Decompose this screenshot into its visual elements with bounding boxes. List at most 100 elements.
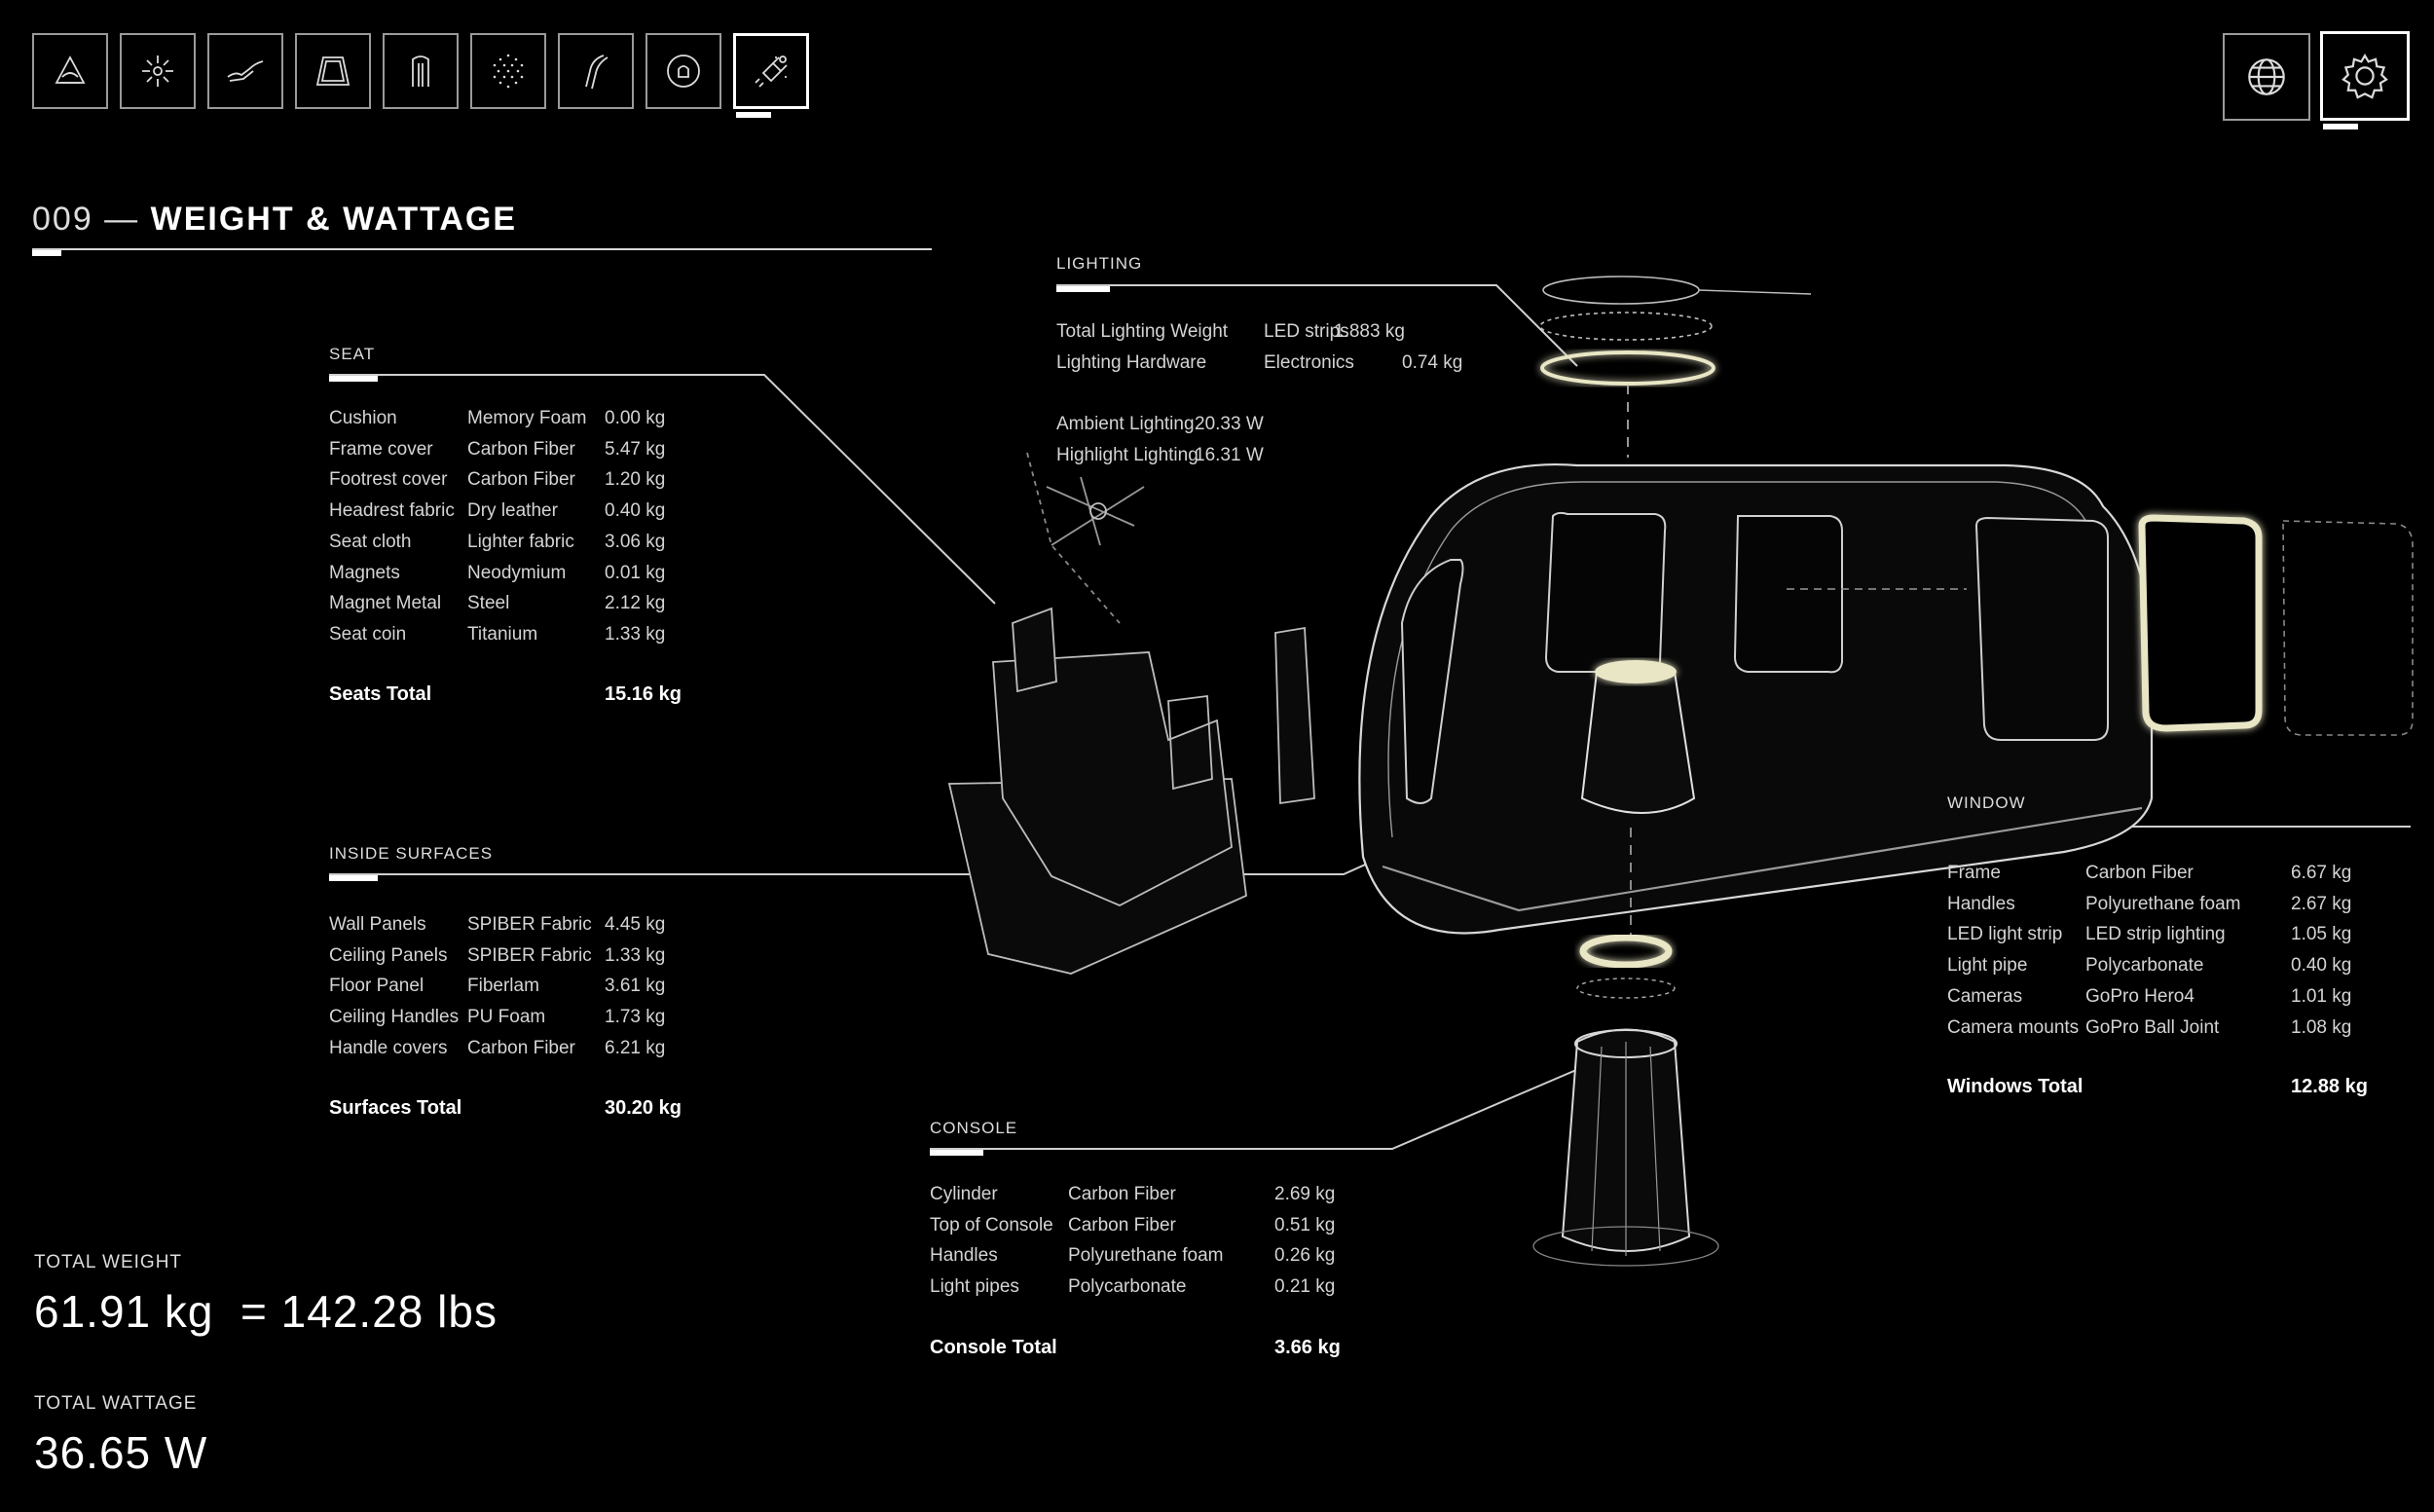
console-total-label: Console Total	[930, 1337, 1057, 1358]
globe-icon	[2248, 58, 2285, 95]
row-item: Seat cloth	[329, 531, 412, 552]
lighting-leader-line	[1056, 284, 1578, 367]
tool-satellite[interactable]	[733, 33, 809, 118]
row-value: 6.21 kg	[605, 1037, 666, 1058]
row-value: 1.33 kg	[605, 623, 666, 645]
row-material: SPIBER Fabric	[467, 914, 592, 935]
row-item: Handle covers	[329, 1037, 448, 1058]
row-material: GoPro Hero4	[2085, 985, 2194, 1007]
tool-pod[interactable]	[32, 33, 108, 109]
row-material: Memory Foam	[467, 408, 587, 428]
row-material: Carbon Fiber	[467, 469, 575, 491]
row-value: 0.26 kg	[1274, 1245, 1336, 1267]
row-material: Carbon Fiber	[467, 438, 575, 460]
tool-dots-pattern[interactable]	[470, 33, 546, 109]
row-material: Carbon Fiber	[2085, 863, 2194, 883]
row-value: 1.883 kg	[1334, 321, 1405, 342]
row-item: Floor Panel	[329, 976, 424, 997]
total-weight-label: TOTAL WEIGHT	[34, 1252, 183, 1272]
tool-recline-seat[interactable]	[207, 33, 283, 109]
surfaces-section-label: INSIDE SURFACES	[329, 844, 494, 863]
row-item: Ambient Lighting	[1056, 414, 1195, 434]
row-value: 2.12 kg	[605, 593, 666, 614]
top-glow-ring	[1540, 350, 1715, 386]
row-item: Top of Console	[930, 1214, 1053, 1235]
row-value: 0.51 kg	[1274, 1214, 1336, 1235]
satellite-icon	[755, 55, 788, 88]
row-value: 0.00 kg	[605, 408, 666, 428]
seat-leader-line	[329, 374, 996, 605]
dots-pattern-icon	[493, 54, 524, 89]
row-item: Headrest fabric	[329, 500, 455, 522]
row-material: LED strips	[1264, 321, 1349, 342]
row-item: Ceiling Panels	[329, 944, 448, 966]
seat-section-label: SEAT	[329, 345, 376, 363]
tool-globe[interactable]	[2223, 33, 2310, 121]
row-material: Carbon Fiber	[1068, 1214, 1176, 1235]
row-material: 20.33 W	[1195, 414, 1264, 434]
row-item: Cylinder	[930, 1184, 998, 1204]
seat-total-label: Seats Total	[329, 683, 432, 705]
row-value: 1.20 kg	[605, 469, 666, 491]
row-value: 2.67 kg	[2291, 893, 2352, 914]
handle-icon	[412, 55, 429, 87]
row-material: Lighter fabric	[467, 531, 574, 552]
console-section-label: CONSOLE	[930, 1119, 1018, 1137]
row-item: Total Lighting Weight	[1056, 321, 1229, 342]
console-leader-line	[930, 1060, 1598, 1150]
row-material: Electronics	[1264, 351, 1354, 373]
row-material: Polyurethane foam	[2085, 893, 2241, 914]
row-value: 1.01 kg	[2291, 985, 2352, 1007]
title-tick	[32, 250, 61, 256]
row-item: Handles	[930, 1245, 998, 1267]
tool-hook[interactable]	[558, 33, 634, 109]
surfaces-leader-line	[329, 786, 1539, 875]
window-total-value: 12.88 kg	[2291, 1076, 2368, 1097]
row-material: Carbon Fiber	[1068, 1184, 1176, 1204]
row-value: 1.05 kg	[2291, 924, 2352, 945]
surfaces-total-value: 30.20 kg	[605, 1097, 682, 1119]
row-item: Lighting Hardware	[1056, 351, 1207, 373]
row-value: 0.40 kg	[605, 500, 666, 522]
total-weight-value: 61.91 kg = 142.28 lbs	[34, 1286, 498, 1337]
tool-bell[interactable]	[645, 33, 721, 109]
top-disc	[1542, 276, 1700, 305]
total-wattage-value: 36.65 W	[34, 1427, 208, 1478]
tool-gear[interactable]	[2320, 31, 2410, 129]
row-material: Carbon Fiber	[467, 1037, 575, 1058]
row-item: Wall Panels	[329, 914, 426, 935]
row-value: 5.47 kg	[605, 438, 666, 460]
row-item: Seat coin	[329, 623, 407, 645]
row-material: GoPro Ball Joint	[2085, 1016, 2220, 1038]
seat-total-value: 15.16 kg	[605, 683, 682, 705]
row-item: Light pipes	[930, 1276, 1019, 1298]
gear-icon	[2342, 53, 2388, 99]
row-material: Fiberlam	[467, 976, 539, 997]
row-value: 6.67 kg	[2291, 863, 2352, 883]
row-material: 16.31 W	[1195, 444, 1264, 465]
row-material: Neodymium	[467, 562, 567, 583]
row-value: 0.21 kg	[1274, 1276, 1336, 1298]
window-total-label: Windows Total	[1947, 1076, 2084, 1097]
window-section-label: WINDOW	[1947, 793, 2026, 812]
pod-icon	[55, 55, 86, 84]
tool-handle[interactable]	[383, 33, 459, 109]
total-wattage-label: TOTAL WATTAGE	[34, 1393, 198, 1414]
row-material: Polycarbonate	[2085, 955, 2204, 977]
row-item: Cushion	[329, 408, 397, 428]
tool-window-frame[interactable]	[295, 33, 371, 109]
tool-light-burst[interactable]	[120, 33, 196, 109]
light-burst-icon	[142, 55, 173, 87]
row-value: 0.01 kg	[605, 562, 666, 583]
row-value: 1.08 kg	[2291, 1016, 2352, 1038]
row-material: Titanium	[467, 623, 538, 645]
surfaces-tick	[329, 875, 378, 881]
page-number: 009 —	[32, 201, 140, 238]
top-dashed-ring	[1539, 312, 1713, 341]
row-material: PU Foam	[467, 1007, 546, 1028]
row-item: Light pipe	[1947, 955, 2028, 977]
row-value: 1.73 kg	[605, 1007, 666, 1028]
console-total-value: 3.66 kg	[1274, 1337, 1341, 1358]
page-title-text: WEIGHT & WATTAGE	[150, 201, 518, 238]
